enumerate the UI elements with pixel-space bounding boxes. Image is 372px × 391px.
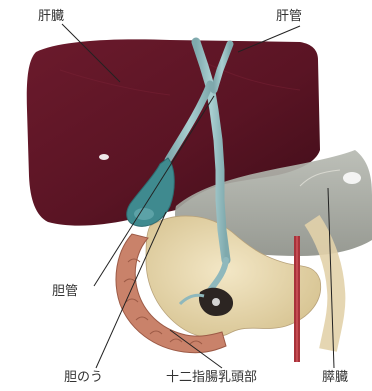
label-gallbladder: 胆のう bbox=[64, 370, 103, 386]
label-duodenal-papilla: 十二指腸乳頭部 bbox=[166, 370, 257, 386]
label-liver: 肝臓 bbox=[38, 9, 64, 25]
label-pancreas: 膵臓 bbox=[322, 370, 348, 386]
label-hepatic-duct: 肝管 bbox=[276, 9, 302, 25]
label-bile-duct: 胆管 bbox=[52, 284, 78, 300]
